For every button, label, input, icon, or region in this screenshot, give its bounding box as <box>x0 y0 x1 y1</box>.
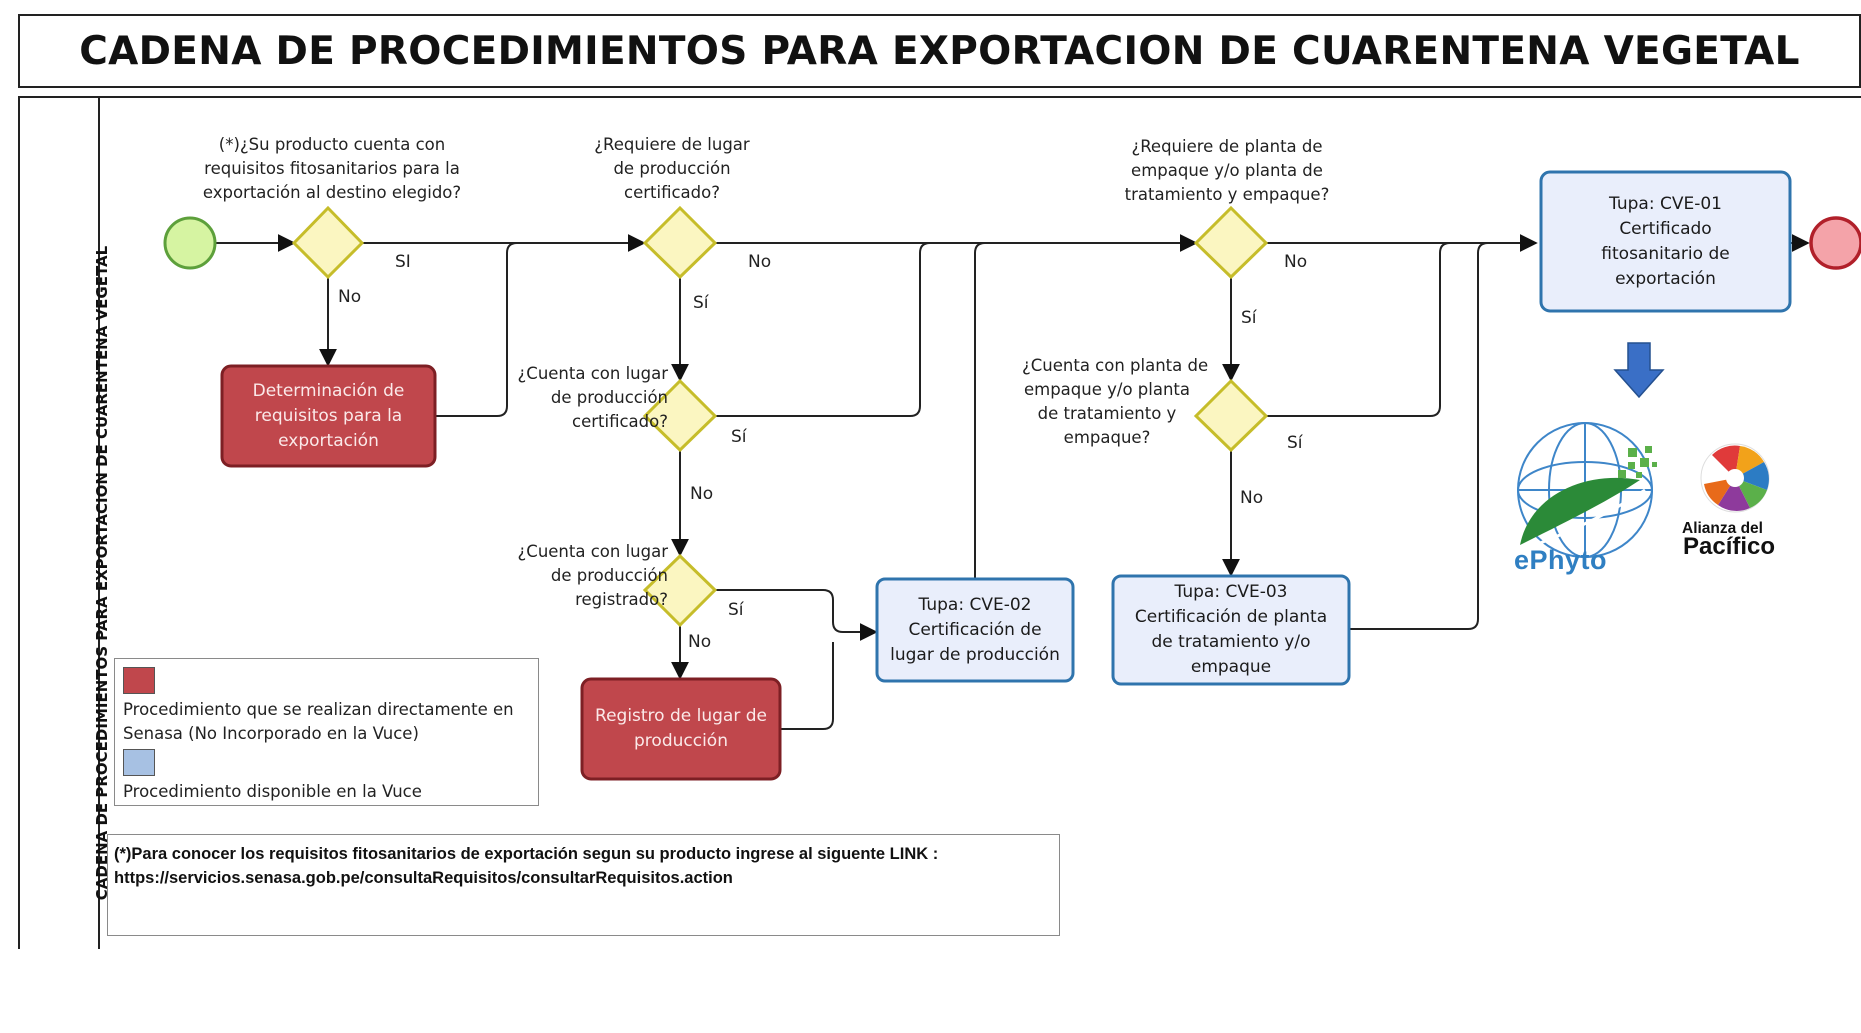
gateway-g4 <box>642 553 718 628</box>
task-cve03-label: Tupa: CVE-03 Certificación de planta de … <box>1134 582 1328 677</box>
gateway-g6 <box>1193 378 1269 453</box>
gateway-g2 <box>642 205 718 280</box>
label-g6-si: Sí <box>1287 433 1303 453</box>
task-cve03 <box>1111 574 1351 686</box>
task-cve02 <box>875 577 1075 683</box>
note-line-1: (*)Para conocer los requisitos fitosanit… <box>114 845 939 863</box>
task-registro-label: Registro de lugar de producción <box>595 706 767 751</box>
label-g3-si: Sí <box>731 427 747 447</box>
label-g3-no: No <box>690 484 714 504</box>
gateway-g5 <box>1193 205 1269 280</box>
start-event <box>163 216 217 270</box>
task-cve01 <box>1539 170 1792 313</box>
alianza-logo-text-1: Alianza del <box>1682 520 1763 537</box>
edge-g4-cve02 <box>715 589 878 641</box>
label-g6-no: No <box>1240 488 1264 508</box>
edge-g6-main <box>1266 242 1451 417</box>
edge-cve03-main <box>1349 242 1489 630</box>
label-g2-no: No <box>748 252 772 272</box>
requirements-note: (*)Para conocer los requisitos fitosanit… <box>107 834 1060 936</box>
label-g1-no: No <box>338 287 362 307</box>
label-g4-si: Sí <box>728 600 744 620</box>
legend-red-text-2: Senasa (No Incorporado en la Vuce) <box>123 724 419 743</box>
edge-reg-cve02 <box>780 642 834 730</box>
task-determinacion-label: Determinación de requisitos para la expo… <box>252 380 405 451</box>
label-g1-si: SI <box>395 252 411 272</box>
edge-det-main <box>435 242 518 417</box>
task-cve02-label: Tupa: CVE-02 Certificación de lugar de p… <box>890 594 1060 665</box>
edge-cve02-main <box>974 242 986 579</box>
flow-diagram <box>163 170 1861 781</box>
legend-red-text-1: Procedimiento que se realizan directamen… <box>123 700 514 719</box>
down-arrow-icon <box>1613 342 1665 399</box>
title-box: CADENA DE PROCEDIMIENTOS PARA EXPORTACIO… <box>18 14 1861 88</box>
ephyto-logo <box>1515 422 1657 558</box>
task-cve01-label: Tupa: CVE-01 Certificado fitosanitario d… <box>1601 193 1730 289</box>
legend-blue-text: Procedimiento disponible en la Vuce <box>123 782 422 801</box>
gateway-g1 <box>291 205 365 280</box>
pool-band: CADENA DE PROCEDIMIENTOS PARA EXPORTACIO… <box>18 96 111 949</box>
legend: Procedimiento que se realizan directamen… <box>114 658 539 806</box>
label-g4-no: No <box>688 632 712 652</box>
label-g5-si: Sí <box>1241 308 1257 328</box>
label-g5-no: No <box>1284 252 1308 272</box>
task-registro <box>580 677 782 781</box>
page-title: CADENA DE PROCEDIMIENTOS PARA EXPORTACIO… <box>79 28 1800 74</box>
edge-g3-main <box>715 242 931 417</box>
end-event <box>1809 216 1861 270</box>
legend-blue-swatch <box>123 749 155 776</box>
alianza-logo-text-2: Pacífico <box>1683 533 1776 560</box>
legend-red-swatch <box>123 667 155 694</box>
task-determinacion <box>220 364 437 468</box>
label-g2-si: Sí <box>693 293 709 313</box>
ephyto-logo-text: ePhyto <box>1514 545 1608 575</box>
gateway-g3 <box>642 378 718 453</box>
note-link[interactable]: https://servicios.senasa.gob.pe/consulta… <box>114 869 733 887</box>
pool <box>18 96 1861 949</box>
alianza-logo <box>1700 443 1770 513</box>
